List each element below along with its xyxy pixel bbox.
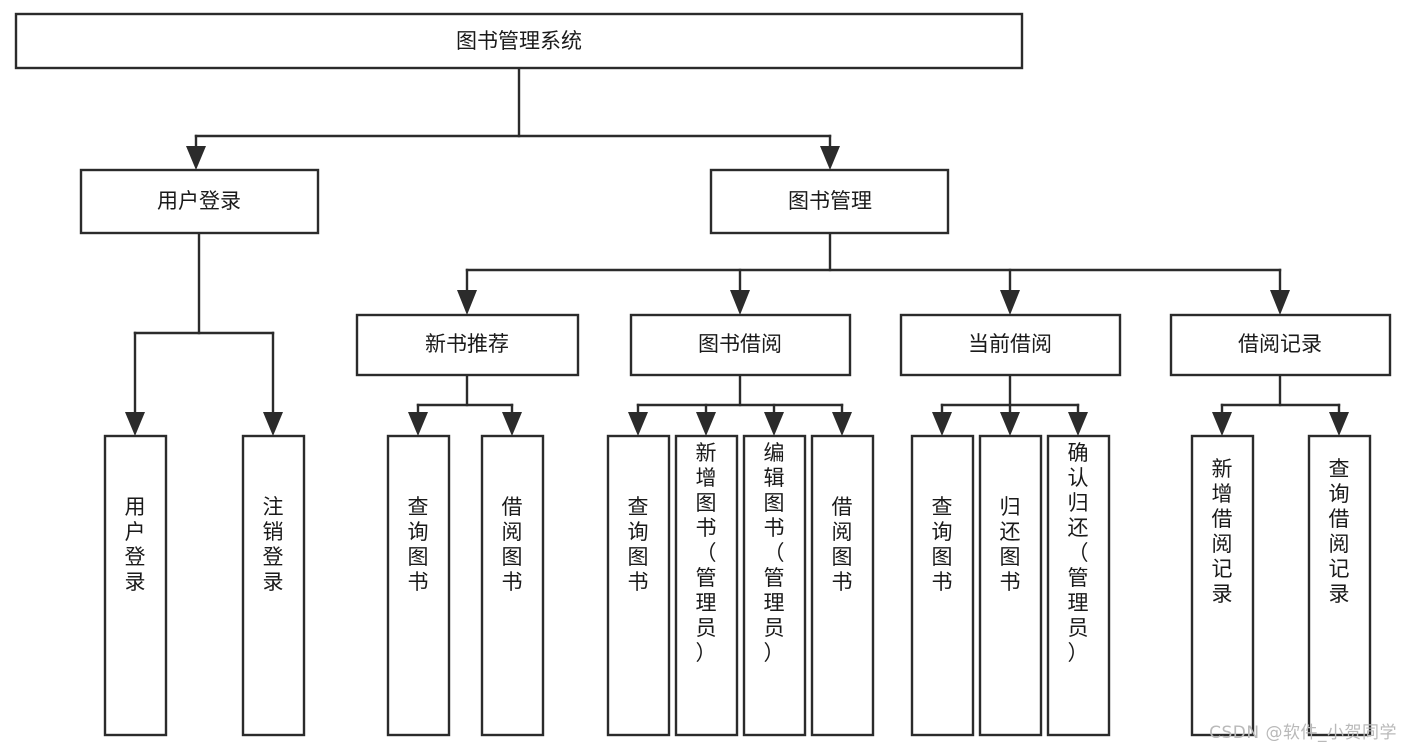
leaf-node-query-book-1[interactable]: 查询图书 <box>386 434 451 737</box>
leaf-user-login-box[interactable] <box>103 434 168 737</box>
leaf-node-add-book[interactable]: 新增图书（管理员） <box>674 434 739 737</box>
book-manage-box[interactable] <box>709 168 950 235</box>
leaf-query-book-1-box[interactable] <box>386 434 451 737</box>
leaf-user-logout-label: 注销登录 <box>263 495 284 594</box>
root-box[interactable] <box>14 12 1024 70</box>
arrow-to-leaf-confirm-return <box>1068 412 1088 436</box>
leaf-user-login-label: 用户登录 <box>125 495 146 594</box>
leaf-node-borrow-book-1[interactable]: 借阅图书 <box>480 434 545 737</box>
arrow-to-leaf-user-login <box>125 412 145 436</box>
current-borrow-box[interactable] <box>899 313 1122 377</box>
book-borrow-box[interactable] <box>629 313 852 377</box>
arrow-to-new-book-recommend <box>457 290 477 315</box>
arrow-to-leaf-user-logout <box>263 412 283 436</box>
current-borrow-label: 当前借阅 <box>968 332 1052 356</box>
leaf-node-query-book-3[interactable]: 查询图书 <box>910 434 975 737</box>
leaf-node-borrow-book-2[interactable]: 借阅图书 <box>810 434 875 737</box>
root-label: 图书管理系统 <box>456 29 582 53</box>
leaf-add-record-box[interactable] <box>1190 434 1255 737</box>
arrow-to-current-borrow <box>1000 290 1020 315</box>
leaf-return-book-label: 归还图书 <box>1000 495 1021 594</box>
arrow-to-leaf-edit-book <box>764 412 784 436</box>
edges-layer <box>125 66 1349 436</box>
leaf-return-book-box[interactable] <box>978 434 1043 737</box>
leaf-node-query-record[interactable]: 查询借阅记录 <box>1307 434 1372 737</box>
book-borrow-label: 图书借阅 <box>698 332 782 356</box>
leaf-query-record-label: 查询借阅记录 <box>1329 457 1350 606</box>
leaf-query-book-1-label: 查询图书 <box>408 495 429 594</box>
arrow-to-leaf-query-book-1 <box>408 412 428 436</box>
leaf-add-record-label: 新增借阅记录 <box>1212 457 1233 606</box>
arrow-to-leaf-return-book <box>1000 412 1020 436</box>
node-root[interactable]: 图书管理系统 <box>14 12 1024 70</box>
arrow-to-leaf-query-record <box>1329 412 1349 436</box>
leaf-borrow-book-1-box[interactable] <box>480 434 545 737</box>
arrow-to-leaf-query-book-2 <box>628 412 648 436</box>
arrow-to-borrow-record <box>1270 290 1290 315</box>
leaf-node-return-book[interactable]: 归还图书 <box>978 434 1043 737</box>
arrow-to-leaf-borrow-book-2 <box>832 412 852 436</box>
user-login-label: 用户登录 <box>157 189 241 213</box>
leaf-borrow-book-1-label: 借阅图书 <box>502 495 523 594</box>
leaf-node-query-book-2[interactable]: 查询图书 <box>606 434 671 737</box>
node-current-borrow[interactable]: 当前借阅 <box>899 313 1122 377</box>
arrow-to-leaf-add-record <box>1212 412 1232 436</box>
leaf-confirm-return-label: 确认归还（管理员） <box>1068 441 1089 665</box>
node-user-login[interactable]: 用户登录 <box>79 168 320 235</box>
leaf-query-record-box[interactable] <box>1307 434 1372 737</box>
leaf-user-logout-box[interactable] <box>241 434 306 737</box>
leaf-borrow-book-2-box[interactable] <box>810 434 875 737</box>
arrow-to-leaf-borrow-book-1 <box>502 412 522 436</box>
user-login-box[interactable] <box>79 168 320 235</box>
new-book-recommend-label: 新书推荐 <box>425 332 509 356</box>
leaf-node-user-login[interactable]: 用户登录 <box>103 434 168 737</box>
leaf-node-edit-book[interactable]: 编辑图书（管理员） <box>742 434 807 737</box>
borrow-record-label: 借阅记录 <box>1238 332 1322 356</box>
leaf-node-add-record[interactable]: 新增借阅记录 <box>1190 434 1255 737</box>
leaf-node-confirm-return[interactable]: 确认归还（管理员） <box>1046 434 1111 737</box>
node-borrow-record[interactable]: 借阅记录 <box>1169 313 1392 377</box>
arrow-to-leaf-add-book <box>696 412 716 436</box>
leaf-query-book-3-box[interactable] <box>910 434 975 737</box>
leaf-query-book-2-box[interactable] <box>606 434 671 737</box>
leaf-node-user-logout[interactable]: 注销登录 <box>241 434 306 737</box>
leaf-add-book-box[interactable] <box>674 434 739 737</box>
arrow-to-book-borrow <box>730 290 750 315</box>
arrow-to-book-manage <box>820 146 840 170</box>
arrow-to-leaf-query-book-3 <box>932 412 952 436</box>
new-book-recommend-box[interactable] <box>355 313 580 377</box>
node-book-manage[interactable]: 图书管理 <box>709 168 950 235</box>
borrow-record-box[interactable] <box>1169 313 1392 377</box>
leaf-confirm-return-box[interactable] <box>1046 434 1111 737</box>
node-new-book-recommend[interactable]: 新书推荐 <box>355 313 580 377</box>
leaf-query-book-2-label: 查询图书 <box>628 495 649 594</box>
leaf-borrow-book-2-label: 借阅图书 <box>832 495 853 594</box>
leaf-query-book-3-label: 查询图书 <box>932 495 953 594</box>
csdn-watermark: CSDN @软件_小贺同学 <box>1209 723 1397 743</box>
leaf-edit-book-box[interactable] <box>742 434 807 737</box>
leaf-edit-book-label: 编辑图书（管理员） <box>764 441 785 665</box>
node-book-borrow[interactable]: 图书借阅 <box>629 313 852 377</box>
leaf-add-book-label: 新增图书（管理员） <box>696 441 717 665</box>
book-manage-label: 图书管理 <box>788 189 872 213</box>
arrow-to-user-login <box>186 146 206 170</box>
